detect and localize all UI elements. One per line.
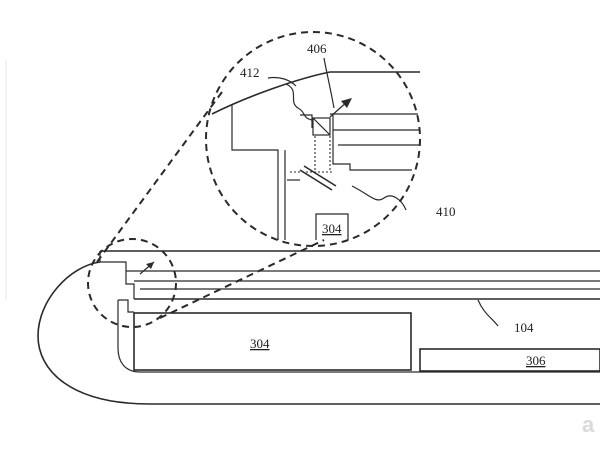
mag-component-304 [315, 213, 349, 240]
magnified-detail [211, 71, 420, 240]
leader-412 [267, 76, 297, 87]
label-104: 104 [514, 320, 534, 335]
component-304-box [133, 312, 412, 371]
housing-outline [37, 261, 600, 405]
callout-line-top [96, 91, 223, 263]
mag-frame-left [231, 104, 279, 240]
mag-sensor-box [312, 117, 331, 136]
layer-edge [99, 251, 135, 299]
watermark: a [582, 412, 595, 437]
detail-circle-large [205, 31, 421, 247]
callout-line-bottom [159, 239, 325, 319]
edge-step [118, 299, 134, 313]
label-306: 306 [526, 353, 546, 368]
edge-arrow-head [146, 262, 154, 269]
mag-sensor-diag [312, 117, 331, 136]
device-housing [37, 261, 600, 405]
label-412: 412 [240, 65, 260, 80]
label-304-detail: 304 [322, 221, 342, 236]
leader-104 [477, 299, 499, 327]
mag-wavy-element [285, 83, 313, 121]
leader-410 [351, 185, 407, 211]
display-stack [99, 250, 600, 313]
label-406: 406 [307, 41, 327, 56]
label-304-main: 304 [250, 336, 270, 351]
mag-reflector [299, 165, 337, 191]
label-410: 410 [436, 204, 456, 219]
leader-406 [323, 57, 335, 109]
mag-cover-curve [211, 71, 420, 115]
housing-inner-wall [117, 300, 600, 373]
component-306-box [419, 348, 600, 372]
detail-circle-small [87, 238, 177, 328]
mag-arrow-head [341, 98, 352, 108]
mag-layer-step [332, 114, 412, 171]
